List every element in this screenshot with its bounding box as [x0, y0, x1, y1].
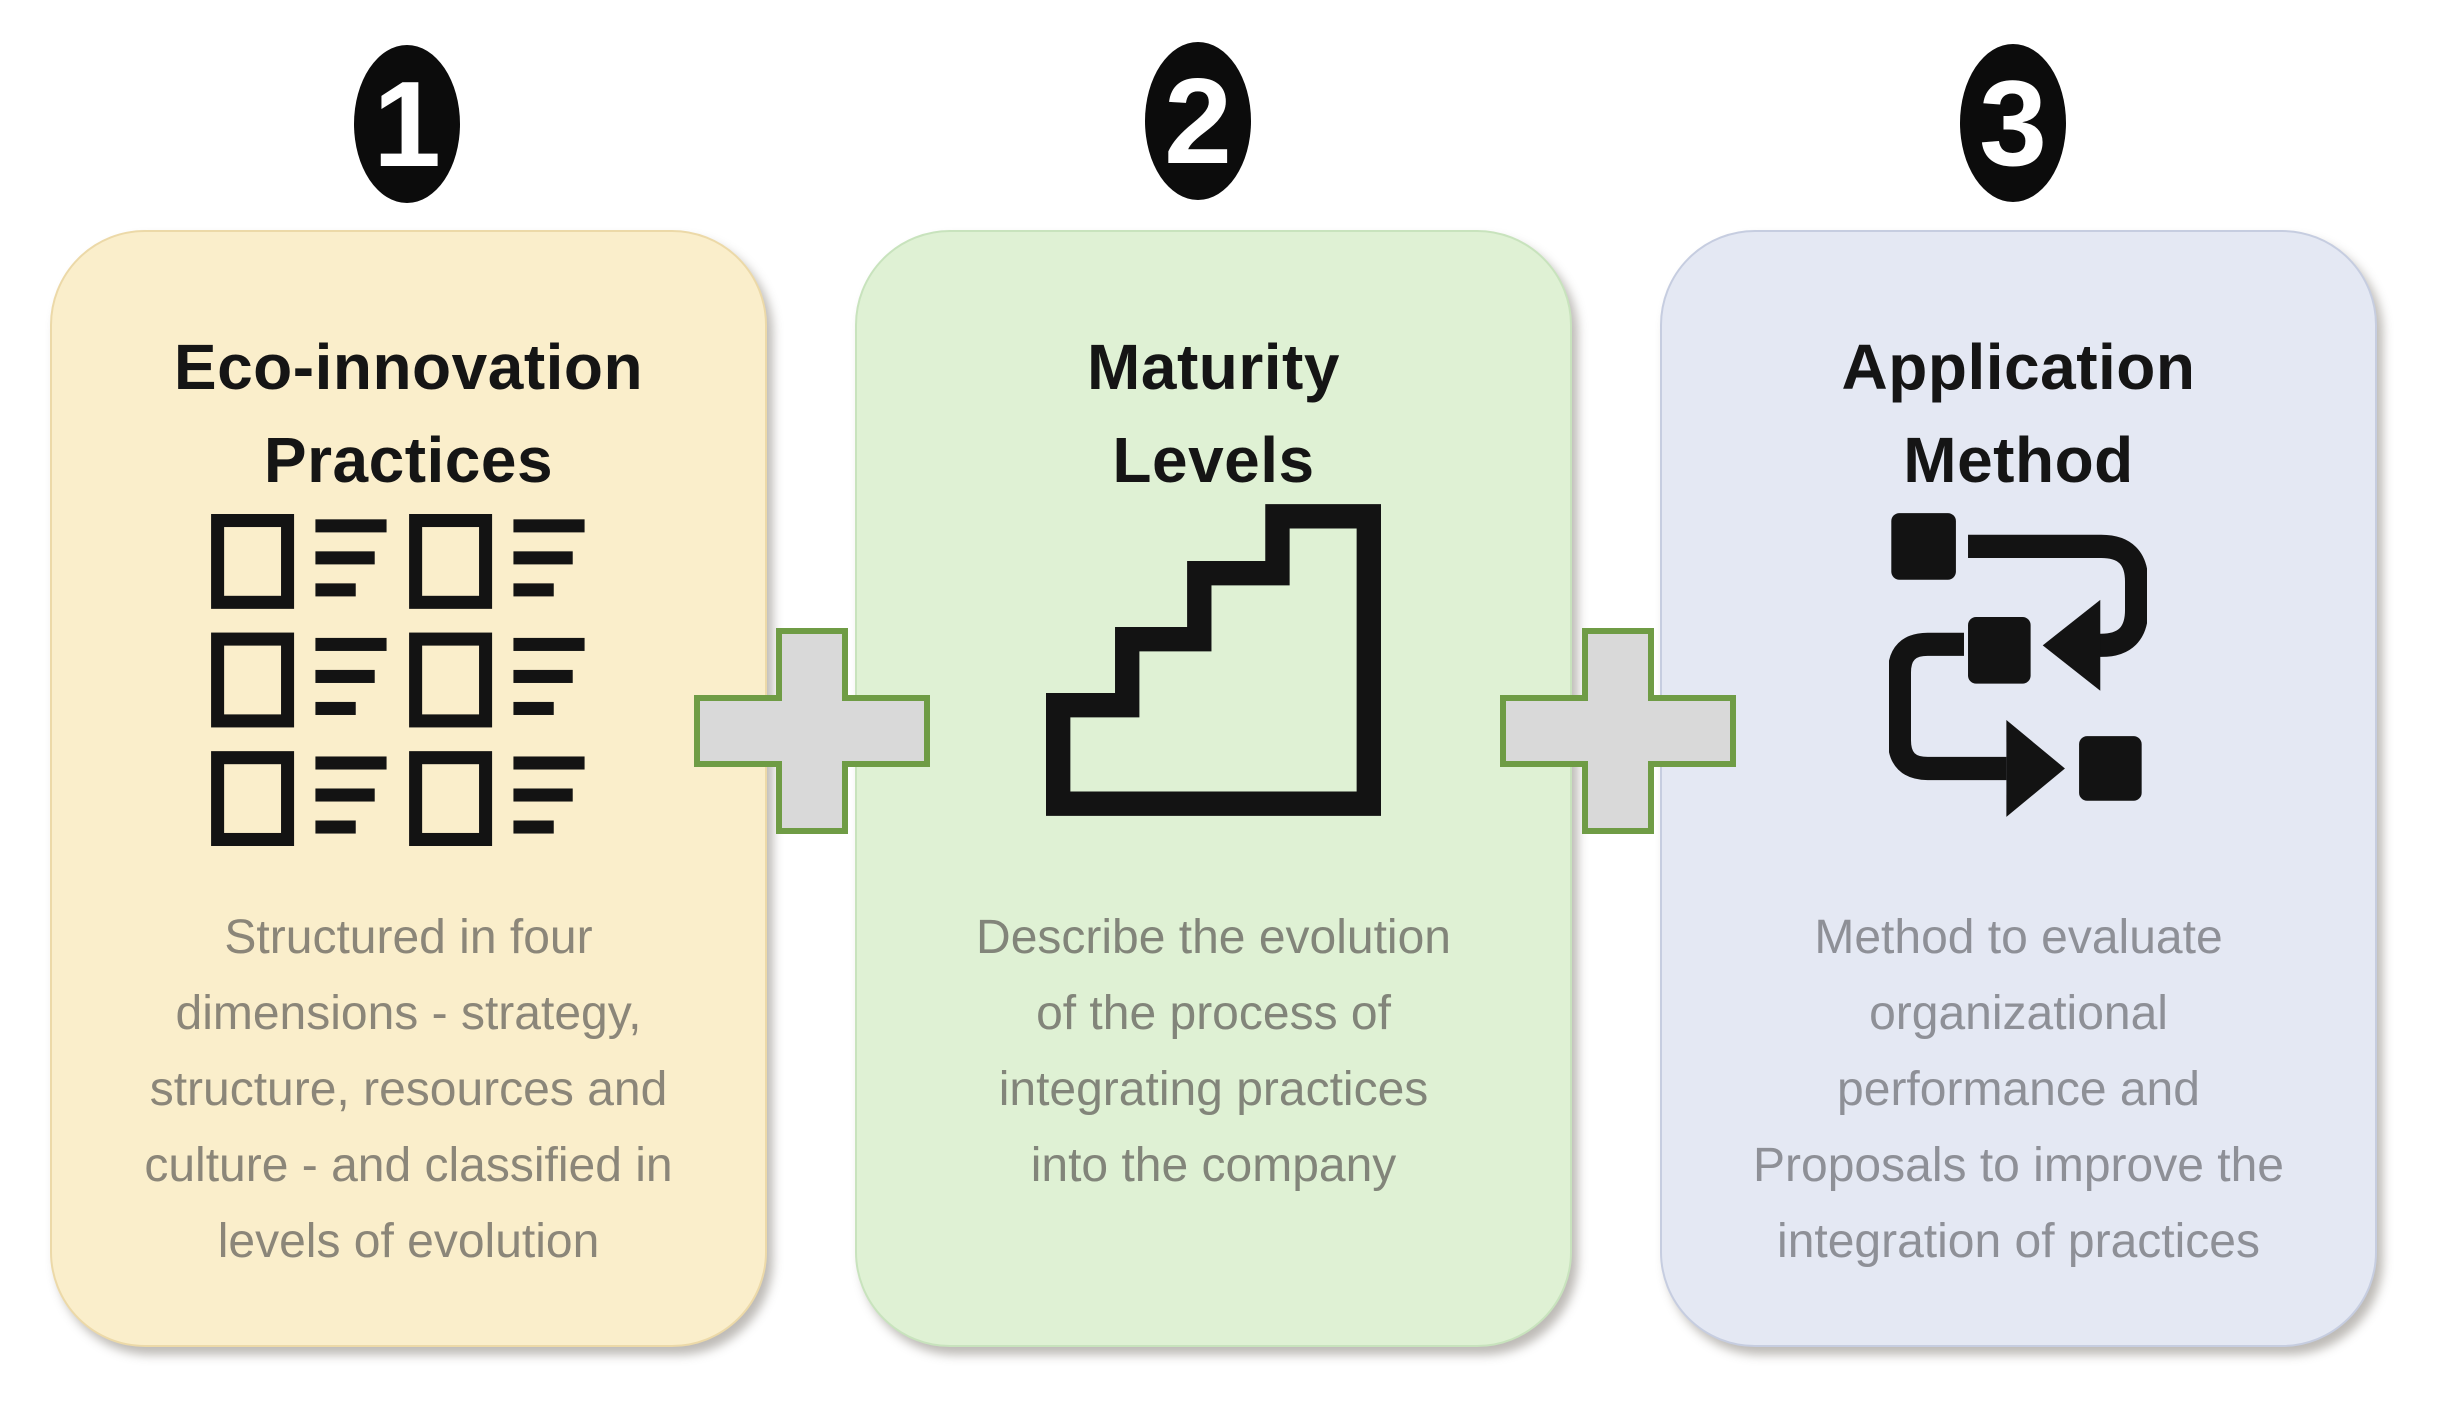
- card-3-title: Application Method: [1662, 321, 2375, 507]
- step-2-badge: 2: [1145, 42, 1251, 200]
- card-1-description: Structured in four dimensions - strategy…: [88, 900, 729, 1280]
- step-1-badge: 1: [354, 45, 460, 203]
- card-2-description-line: integrating practices: [998, 1063, 1429, 1116]
- card-maturity-levels: Maturity Levels Describe the evolution o…: [855, 230, 1572, 1347]
- card-1-title-line-1: Eco-innovation: [173, 331, 644, 404]
- card-2-title-line-1: Maturity: [1087, 331, 1340, 404]
- card-3-description-line: Proposals to improve the: [1753, 1139, 2284, 1192]
- card-2-description-line: into the company: [1030, 1139, 1397, 1192]
- process-flow-icon: [1889, 506, 2147, 824]
- card-eco-innovation-practices: Eco-innovation Practices: [50, 230, 767, 1347]
- card-3-description-line: integration of practices: [1777, 1215, 2260, 1268]
- card-2-description-line: Describe the evolution: [976, 911, 1451, 964]
- card-1-description-line: dimensions - strategy,: [175, 987, 642, 1040]
- step-3-badge: 3: [1960, 44, 2066, 202]
- card-1-description-line: levels of evolution: [217, 1215, 600, 1268]
- card-2-title-line-2: Levels: [1112, 424, 1315, 497]
- card-1-title-line-2: Practices: [263, 424, 554, 497]
- card-application-method: Application Method Method to evaluate or…: [1660, 230, 2377, 1347]
- card-1-description-line: culture - and classified in: [144, 1139, 673, 1192]
- checklist-grid-icon: [211, 514, 606, 846]
- card-3-title-line-1: Application: [1841, 331, 2196, 404]
- card-3-description-line: organizational: [1869, 987, 2168, 1040]
- plus-connector-icon: [1499, 627, 1737, 835]
- card-3-description-line: Method to evaluate: [1814, 911, 2223, 964]
- stairs-icon: [1046, 504, 1381, 816]
- card-2-title: Maturity Levels: [857, 321, 1570, 507]
- card-3-description-line: performance and: [1837, 1063, 2200, 1116]
- card-1-description-line: Structured in four: [224, 911, 593, 964]
- card-2-description-line: of the process of: [1036, 987, 1391, 1040]
- card-3-title-line-2: Method: [1903, 424, 2134, 497]
- plus-connector-icon: [693, 627, 931, 835]
- card-3-description: Method to evaluate organizational perfor…: [1698, 900, 2339, 1280]
- card-1-description-line: structure, resources and: [149, 1063, 668, 1116]
- card-2-description: Describe the evolution of the process of…: [893, 900, 1534, 1204]
- card-1-title: Eco-innovation Practices: [52, 321, 765, 507]
